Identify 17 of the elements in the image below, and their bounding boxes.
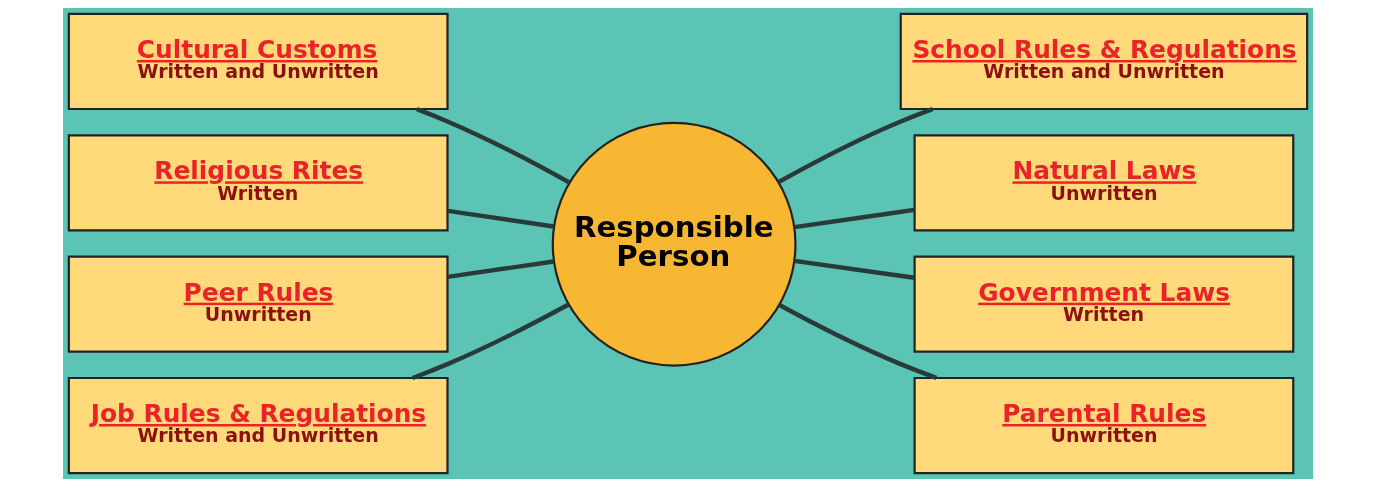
node-box: Natural Laws Unwritten: [913, 134, 1294, 232]
node-box: Government Laws Written: [913, 255, 1294, 353]
connector: [777, 107, 933, 184]
connector: [415, 107, 570, 185]
connector: [447, 259, 554, 279]
node-box: Peer Rules Unwritten: [67, 255, 449, 353]
node-circle: Responsible Person: [551, 121, 797, 367]
node-box: School Rules & Regulations Written and Unwritten: [899, 12, 1308, 111]
node-box: Job Rules & Regulations Written and Unwritten: [67, 376, 449, 475]
node-box: Cultural Customs Written and Unwritten: [67, 12, 449, 111]
node-box: Religious Rites Written: [67, 134, 449, 232]
connector: [777, 303, 937, 380]
connector: [447, 208, 554, 229]
connector: [793, 207, 915, 230]
connector: [793, 258, 914, 280]
connector: [411, 302, 570, 380]
node-box: Parental Rules Unwritten: [913, 376, 1294, 475]
